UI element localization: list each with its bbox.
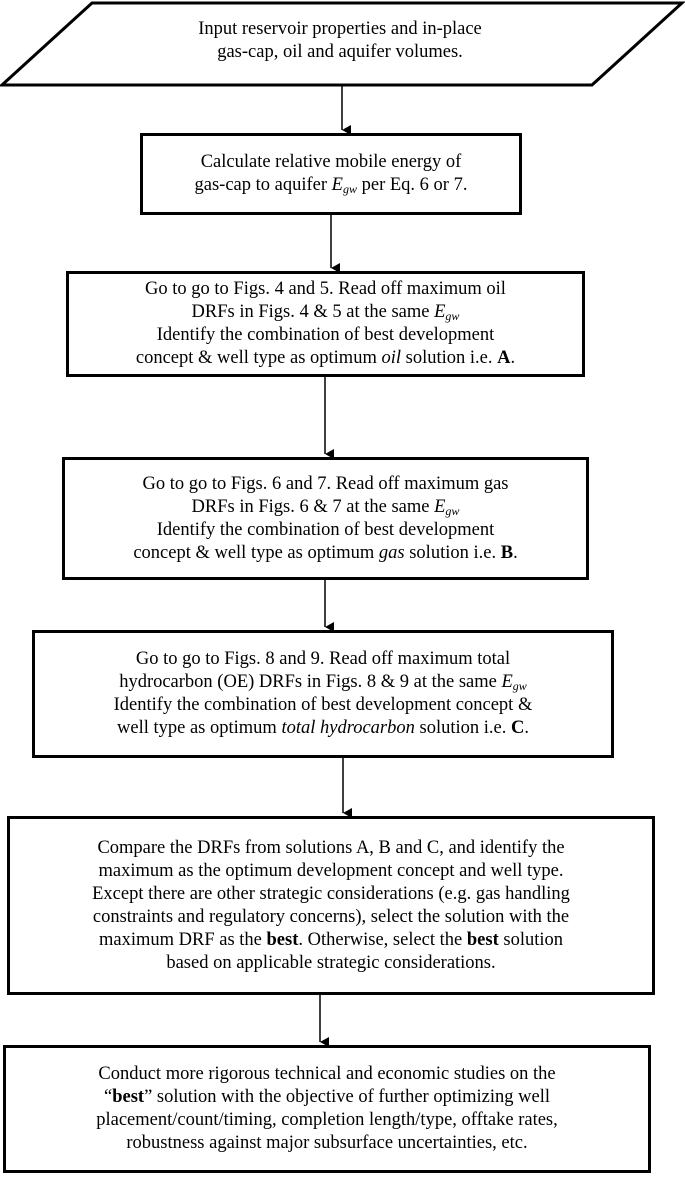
text-run: .: [510, 348, 516, 368]
text-line: Identify the combination of best develop…: [157, 519, 495, 542]
text-run: Go to go to Figs. 8 and 9. Read off maxi…: [135, 649, 511, 669]
text-run: based on applicable strategic considerat…: [166, 952, 496, 973]
step-compare-solutions: Compare the DRFs from solutions A, B and…: [7, 816, 655, 995]
input-parallelogram: [0, 1, 685, 87]
text-run: solution i.e.: [414, 718, 511, 738]
text-line: maximum as the optimum development conce…: [99, 860, 564, 883]
text-run: best: [266, 929, 299, 950]
text-line: robustness against major subsurface unce…: [126, 1132, 527, 1155]
text-run: best: [112, 1087, 145, 1107]
text-line: constraints and regulatory concerns), se…: [93, 906, 569, 929]
text-run: constraints and regulatory concerns), se…: [92, 906, 570, 927]
text-line: well type as optimum total hydrocarbon s…: [117, 717, 529, 740]
text-run: concept & well type as optimum: [135, 348, 382, 368]
text-run: concept & well type as optimum: [133, 542, 379, 563]
step-rigorous-studies: Conduct more rigorous technical and econ…: [3, 1045, 651, 1173]
input-step-text: Input reservoir properties and in-place g…: [120, 18, 560, 64]
text-run: per Eq. 6 or 7.: [357, 175, 468, 195]
text-run: .: [513, 542, 518, 563]
text-line: maximum DRF as the best. Otherwise, sele…: [99, 929, 563, 952]
text-line: Compare the DRFs from solutions A, B and…: [97, 837, 564, 860]
text-run: . Otherwise, select the: [298, 929, 467, 950]
text-line: “best” solution with the objective of fu…: [104, 1086, 550, 1109]
text-run: gas-cap, oil and aquifer volumes.: [217, 42, 463, 62]
text-line: Identify the combination of best develop…: [114, 694, 533, 717]
text-run: .: [524, 718, 529, 738]
text-line: DRFs in Figs. 4 & 5 at the same Egw: [192, 301, 460, 324]
text-run: C: [510, 718, 525, 738]
text-run: hydrocarbon (OE) DRFs in Figs. 8 & 9 at …: [119, 672, 502, 692]
text-line: concept & well type as optimum oil solut…: [136, 347, 515, 370]
egw-symbol: Egw: [434, 302, 460, 323]
text-line: placement/count/timing, completion lengt…: [96, 1109, 558, 1132]
text-run: gas-cap to aquifer: [194, 175, 332, 195]
text-run: maximum DRF as the: [98, 929, 267, 950]
step-gas-drf: Go to go to Figs. 6 and 7. Read off maxi…: [62, 457, 589, 580]
text-line: based on applicable strategic considerat…: [166, 952, 495, 975]
text-run: DRFs in Figs. 4 & 5 at the same: [191, 302, 435, 322]
text-line: Identify the combination of best develop…: [157, 324, 495, 347]
text-run: Identify the combination of best develop…: [156, 519, 495, 540]
text-line: Go to go to Figs. 8 and 9. Read off maxi…: [136, 648, 510, 671]
step-total-hydrocarbon-drf: Go to go to Figs. 8 and 9. Read off maxi…: [32, 630, 614, 758]
text-run: Go to go to Figs. 4 and 5. Read off maxi…: [145, 279, 506, 299]
text-run: maximum as the optimum development conce…: [98, 860, 564, 881]
text-line: gas-cap, oil and aquifer volumes.: [120, 41, 560, 64]
text-run: Input reservoir properties and in-place: [198, 19, 482, 39]
text-run: B: [500, 542, 514, 563]
text-line: DRFs in Figs. 6 & 7 at the same Egw: [192, 496, 460, 519]
egw-symbol: Egw: [331, 175, 357, 196]
text-run: solution i.e.: [401, 348, 498, 368]
text-run: Except there are other strategic conside…: [92, 883, 570, 904]
text-run: Calculate relative mobile energy of: [200, 152, 462, 172]
text-run: “: [104, 1087, 113, 1107]
text-line: Except there are other strategic conside…: [92, 883, 570, 906]
text-run: oil: [381, 348, 401, 368]
step-oil-drf: Go to go to Figs. 4 and 5. Read off maxi…: [66, 271, 585, 377]
text-run: robustness against major subsurface unce…: [126, 1133, 528, 1153]
text-run: Identify the combination of best develop…: [156, 325, 495, 345]
text-line: concept & well type as optimum gas solut…: [133, 542, 517, 565]
egw-symbol: Egw: [434, 496, 460, 518]
text-line: hydrocarbon (OE) DRFs in Figs. 8 & 9 at …: [119, 671, 527, 694]
text-run: Conduct more rigorous technical and econ…: [98, 1064, 556, 1084]
text-line: Calculate relative mobile energy of: [201, 151, 462, 174]
text-run: gas: [378, 542, 405, 563]
text-run: DRFs in Figs. 6 & 7 at the same: [191, 496, 435, 517]
text-run: Compare the DRFs from solutions A, B and…: [97, 837, 565, 858]
text-run: placement/count/timing, completion lengt…: [96, 1110, 558, 1130]
text-run: solution i.e.: [404, 542, 501, 563]
text-run: ” solution with the objective of further…: [144, 1087, 550, 1107]
text-line: Go to go to Figs. 6 and 7. Read off maxi…: [142, 473, 508, 496]
text-run: A: [497, 348, 511, 368]
text-line: gas-cap to aquifer Egw per Eq. 6 or 7.: [195, 174, 468, 197]
egw-symbol: Egw: [501, 672, 527, 693]
text-run: total hydrocarbon: [281, 718, 415, 738]
text-run: Go to go to Figs. 6 and 7. Read off maxi…: [142, 473, 509, 494]
text-run: Identify the combination of best develop…: [113, 695, 533, 715]
text-line: Input reservoir properties and in-place: [120, 18, 560, 41]
text-run: well type as optimum: [117, 718, 282, 738]
text-line: Go to go to Figs. 4 and 5. Read off maxi…: [145, 278, 506, 301]
text-run: solution: [498, 929, 564, 950]
text-run: best: [466, 929, 499, 950]
text-line: Conduct more rigorous technical and econ…: [98, 1063, 555, 1086]
